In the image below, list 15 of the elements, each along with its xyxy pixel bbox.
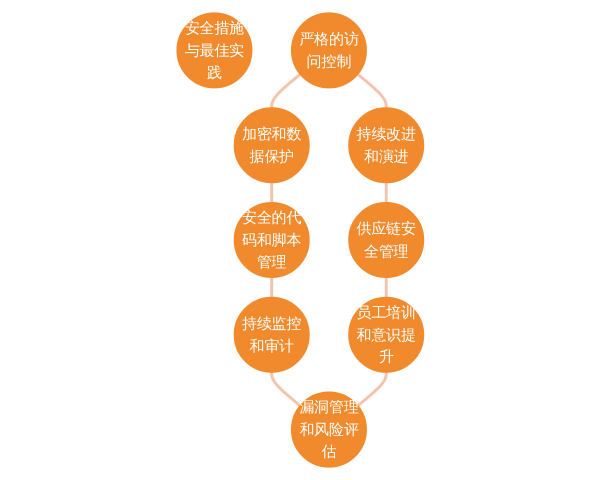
connector — [270, 182, 273, 202]
node-circle: 持续监控和审计 — [233, 296, 310, 373]
node-circle: 安全措施与最佳实践 — [176, 12, 252, 88]
connector — [356, 73, 388, 108]
node-circle: 员工培训和意识提升 — [348, 296, 424, 373]
node-circle: 加密和数据保护 — [233, 107, 310, 184]
node-circle: 供应链安全管理 — [348, 202, 424, 278]
connector — [384, 182, 388, 202]
connector — [356, 372, 388, 407]
connector — [384, 278, 388, 298]
connector — [270, 372, 301, 407]
node-circle: 持续改进和演进 — [348, 107, 424, 184]
connector — [270, 278, 273, 298]
connector — [270, 73, 301, 108]
node-circle: 严格的访问控制 — [290, 12, 367, 88]
